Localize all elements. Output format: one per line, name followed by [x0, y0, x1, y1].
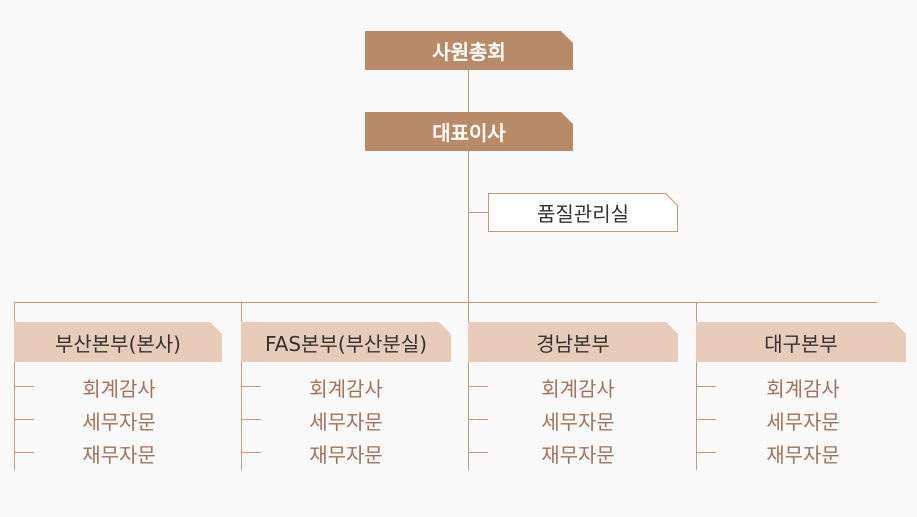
division-item: 세무자문 — [541, 410, 615, 434]
spine-line — [468, 70, 469, 303]
tick — [14, 419, 34, 420]
division-item: 재무자문 — [309, 443, 383, 467]
division-item: 재무자문 — [82, 443, 156, 467]
tick — [241, 452, 261, 453]
quality-office-outline — [488, 193, 678, 232]
division-label-daegu: 대구본부 — [764, 331, 838, 356]
division-item: 회계감사 — [541, 377, 615, 401]
division-item: 세무자문 — [309, 410, 383, 434]
tick — [241, 419, 261, 420]
tick — [696, 386, 716, 387]
division-bar-line — [14, 302, 877, 303]
ceo-label: 대표이사 — [432, 121, 506, 145]
division-label-fas: FAS본부(부산분실) — [264, 331, 428, 356]
division-item: 세무자문 — [82, 410, 156, 434]
tick — [241, 386, 261, 387]
division-box-fas: FAS본부(부산분실) — [241, 322, 451, 362]
division-box-busan: 부산본부(본사) — [14, 322, 222, 362]
division-box-daegu: 대구본부 — [696, 322, 906, 362]
tick — [14, 386, 34, 387]
quality-office-label: 품질관리실 — [537, 202, 629, 226]
general-meeting-label: 사원총회 — [432, 40, 506, 64]
quality-branch-line — [468, 212, 488, 213]
tick — [14, 452, 34, 453]
division-label-busan: 부산본부(본사) — [54, 331, 181, 356]
division-box-gyeongnam: 경남본부 — [468, 322, 678, 362]
division-item: 회계감사 — [766, 377, 840, 401]
quality-office-box: 품질관리실 — [488, 193, 678, 232]
division-item: 재무자문 — [766, 443, 840, 467]
tick — [468, 386, 488, 387]
division-item: 회계감사 — [82, 377, 156, 401]
tick — [696, 419, 716, 420]
division-item: 세무자문 — [766, 410, 840, 434]
general-meeting-box: 사원총회 — [365, 31, 573, 70]
division-item: 회계감사 — [309, 377, 383, 401]
tick — [468, 452, 488, 453]
division-item: 재무자문 — [541, 443, 615, 467]
tick — [468, 419, 488, 420]
ceo-box: 대표이사 — [365, 112, 573, 151]
tick — [696, 452, 716, 453]
division-label-gyeongnam: 경남본부 — [536, 331, 610, 356]
